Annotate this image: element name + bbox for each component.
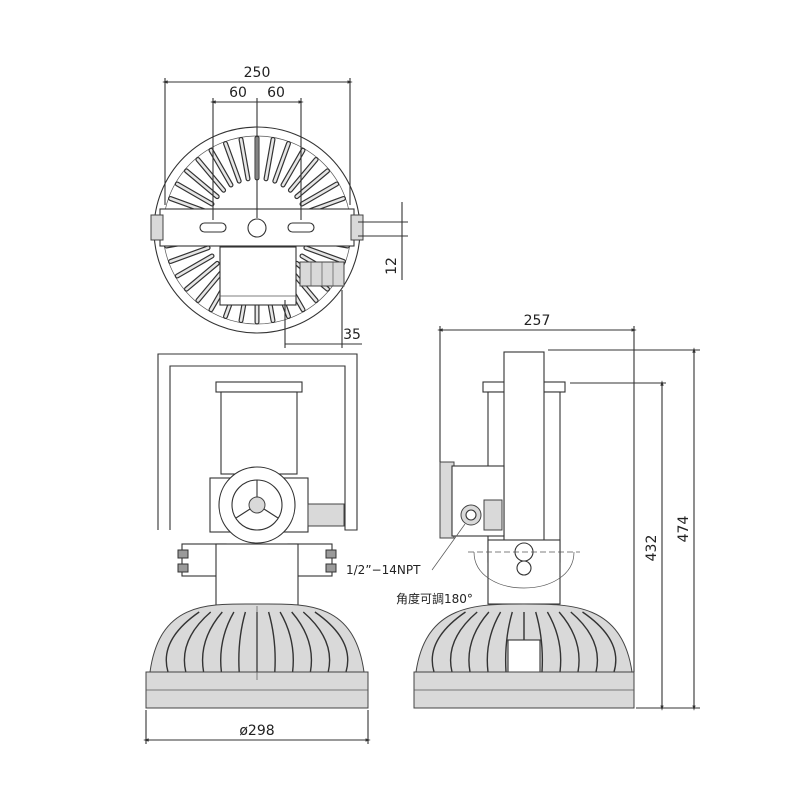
heatsink-fin-highlight: [264, 138, 275, 181]
heatsink-fin-highlight: [304, 246, 345, 263]
dim-35-label: 35: [343, 327, 361, 343]
dome-rib: [220, 611, 235, 673]
annotations: 1/2”−14NPT 角度可調180°: [346, 523, 473, 606]
dome-rib: [267, 611, 276, 673]
front-view-spoke-2: [235, 508, 251, 519]
dome-rib: [504, 611, 513, 673]
dim-298-label: ø298: [239, 723, 274, 739]
top-view-bar-end-right: [350, 214, 364, 241]
dim-60-left-label: 60: [229, 85, 247, 101]
heatsink-fin-highlight: [289, 158, 318, 192]
angle-note: 角度可調180°: [396, 591, 473, 606]
heatsink-fin-highlight: [176, 254, 214, 278]
top-view-slot-left: [199, 222, 227, 233]
dome-rib: [279, 611, 294, 673]
heatsink-fin-highlight: [185, 262, 219, 291]
dome-rib: [535, 611, 544, 673]
heatsink-fin-highlight: [196, 268, 225, 302]
dome-rib: [570, 611, 599, 673]
dome-rib: [558, 611, 580, 673]
top-view-slot-right: [287, 222, 315, 233]
heatsink-fin-highlight: [169, 246, 210, 263]
dim-257-label: 257: [524, 313, 551, 329]
dome-rib: [449, 611, 478, 673]
side-view-gland-core: [465, 509, 477, 521]
top-view-center-hole: [247, 218, 267, 238]
top-view-housing: [219, 246, 297, 306]
front-view-yoke: [157, 353, 358, 531]
side-view-pivot-bottom: [516, 560, 532, 576]
thread-leader: [431, 523, 466, 571]
dome-rib: [238, 611, 247, 673]
front-view-junction-hub: [248, 496, 266, 514]
heatsink-fin-highlight: [224, 142, 241, 183]
dim-12-label: 12: [384, 257, 400, 275]
dome-rib: [291, 611, 313, 673]
heatsink-fin-highlight: [239, 138, 250, 181]
heatsink-fin-highlight: [196, 158, 225, 192]
front-view-bolt-2: [177, 563, 189, 573]
front-view-spoke-3: [263, 508, 279, 519]
dome-rib: [468, 611, 490, 673]
front-view: [145, 353, 369, 709]
thread-note: 1/2”−14NPT: [346, 563, 421, 577]
dome-rib: [302, 611, 331, 673]
dim-60-right-label: 60: [267, 85, 285, 101]
front-view-bolt-4: [325, 563, 337, 573]
top-view: [150, 126, 364, 334]
side-view-dimensions: 257 432 474: [437, 313, 700, 711]
front-view-bolt-3: [325, 549, 337, 559]
dome-rib: [546, 611, 562, 673]
front-view-dimensions: ø298: [143, 710, 371, 744]
side-view-ribs: [431, 611, 617, 673]
side-view-hinge: [483, 499, 503, 531]
front-view-top-cap: [215, 381, 303, 393]
dome-rib: [582, 611, 617, 673]
heatsink-fin-highlight: [273, 142, 290, 183]
front-view-tube: [220, 391, 298, 475]
heatsink-fin-highlight: [295, 169, 329, 198]
front-view-bolt-1: [177, 549, 189, 559]
dome-rib: [201, 611, 223, 673]
dome-rib: [183, 611, 212, 673]
front-view-cable-gland: [307, 503, 345, 527]
side-view-yoke-arm: [503, 351, 545, 545]
dome-rib: [486, 611, 502, 673]
heatsink-fin-highlight: [176, 182, 214, 206]
heatsink-fin-highlight: [281, 149, 305, 187]
heatsink-fin-highlight: [209, 149, 233, 187]
top-view-bar-end-left: [150, 214, 164, 241]
heatsink-fin-highlight: [185, 169, 219, 198]
dim-432-label: 432: [644, 535, 660, 562]
dome-rib: [431, 611, 466, 673]
side-view: [413, 351, 635, 709]
dim-474-label: 474: [676, 516, 692, 543]
dome-rib: [165, 611, 200, 673]
heatsink-fin-highlight: [300, 182, 339, 206]
top-view-dimensions: 250 60 60 12 35: [162, 65, 408, 348]
dome-rib: [314, 611, 349, 673]
front-view-neck: [215, 543, 299, 607]
dim-250-label: 250: [244, 65, 271, 81]
